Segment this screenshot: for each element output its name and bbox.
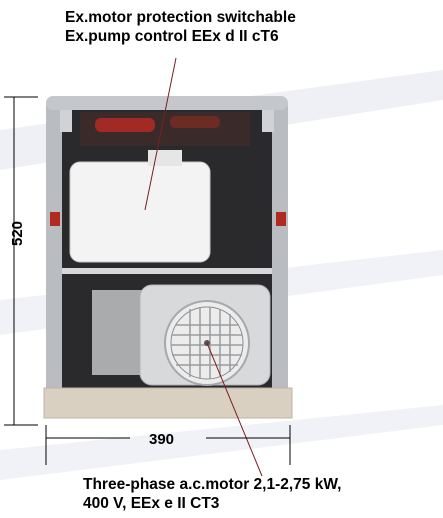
top-callout-label: Ex.motor protection switchable Ex.pump c… [65,8,296,46]
bottom-callout-line-1: Three-phase a.c.motor 2,1-2,75 kW, [83,476,342,493]
bottom-callout-label: Three-phase a.c.motor 2,1-2,75 kW, 400 V… [83,475,341,513]
bottom-callout-line-2: 400 V, EEx e II CT3 [83,495,220,512]
top-callout-line-1: Ex.motor protection switchable [65,9,296,26]
width-dimension-value: 390 [149,431,175,448]
top-callout-line-2: Ex.pump control EEx d II cT6 [65,28,279,45]
height-dimension-value: 520 [9,220,26,246]
